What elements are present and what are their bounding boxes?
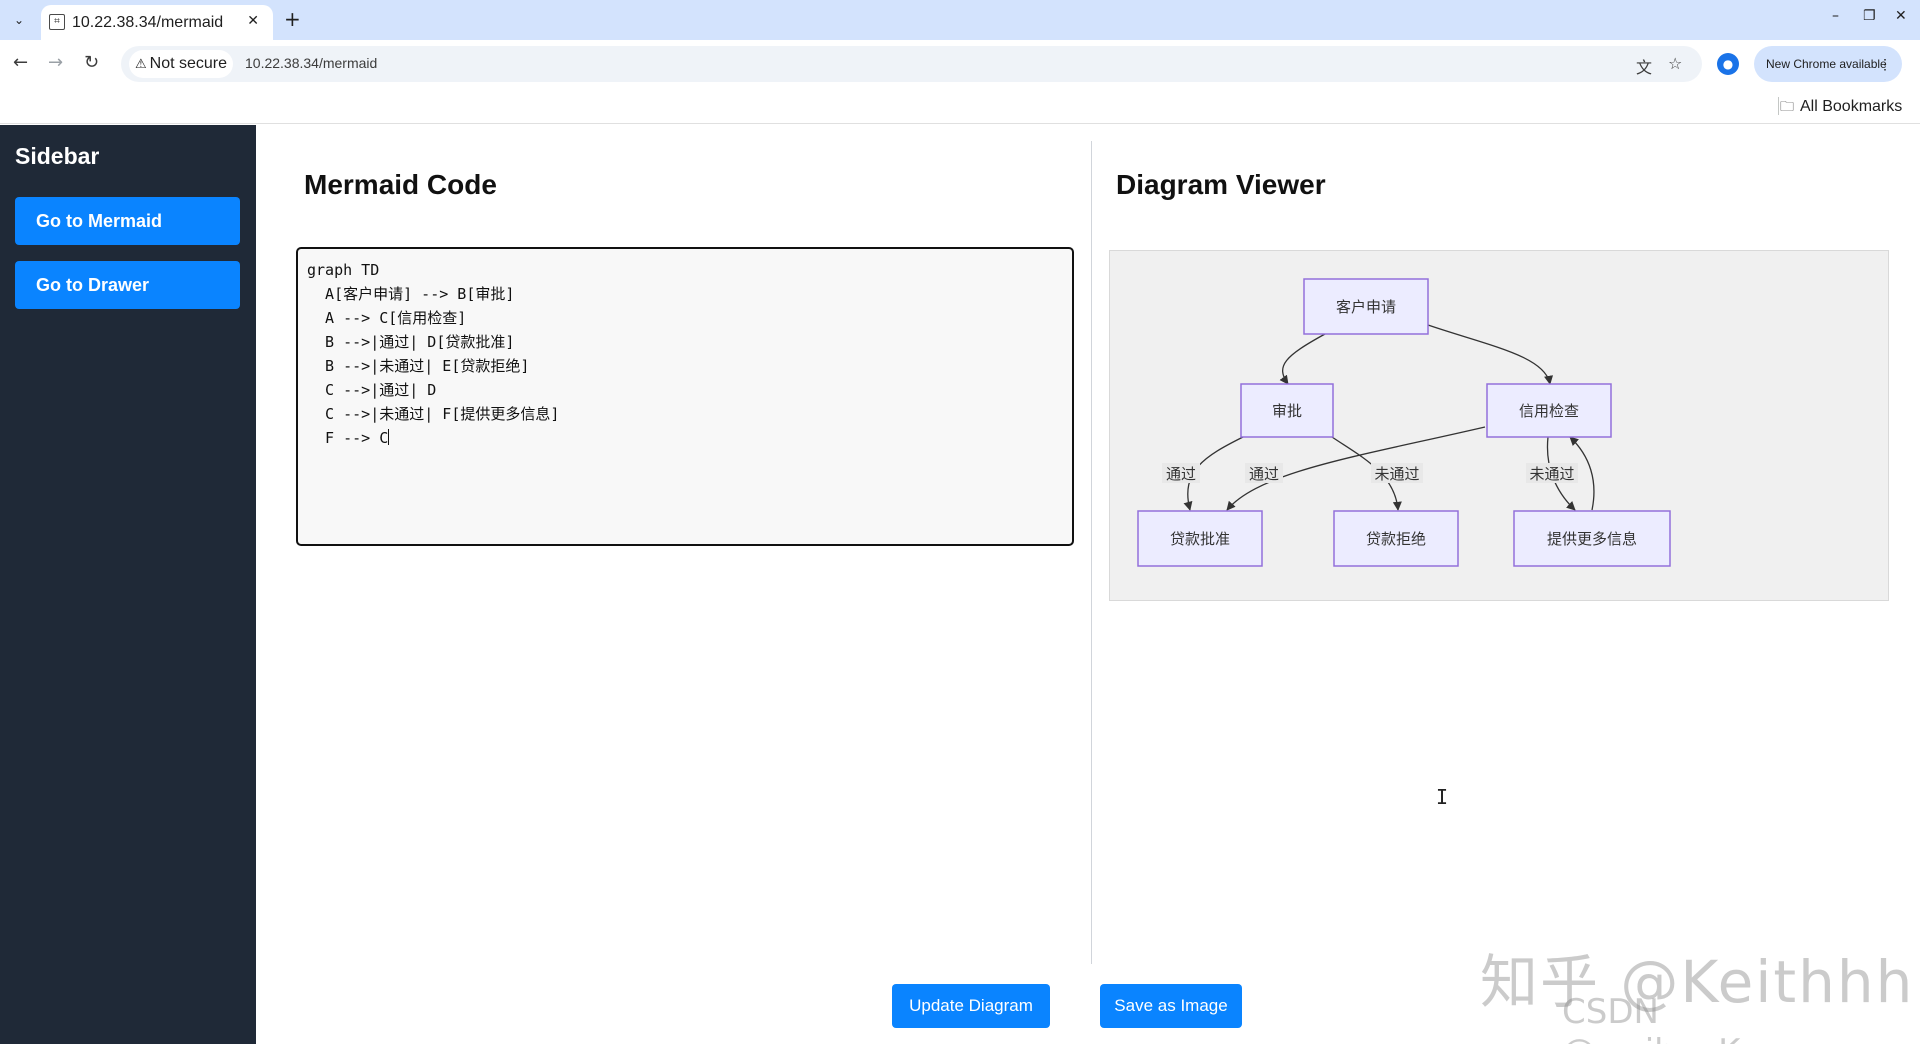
security-chip[interactable]: ⚠Not secure bbox=[129, 50, 234, 78]
edge-a-c bbox=[1427, 324, 1554, 385]
code-line: A --> C[信用检查] bbox=[307, 309, 467, 327]
new-chrome-label: New Chrome available bbox=[1766, 57, 1887, 71]
new-tab-button[interactable]: + bbox=[284, 7, 301, 31]
panel-divider bbox=[1091, 141, 1092, 964]
edge-label-bg bbox=[1526, 463, 1578, 483]
node-e bbox=[1333, 510, 1459, 567]
text-cursor-icon: I bbox=[1436, 785, 1449, 809]
warning-icon: ⚠ bbox=[135, 56, 147, 71]
browser-tab[interactable]: ⌗ 10.22.38.34/mermaid ✕ bbox=[41, 5, 273, 40]
watermark-zhihu: 知乎 @Keithhh bbox=[1480, 948, 1915, 1016]
browser-tab-strip: ⌄ ⌗ 10.22.38.34/mermaid ✕ + – ❐ ✕ bbox=[0, 0, 1920, 40]
mermaid-code-heading: Mermaid Code bbox=[304, 169, 497, 200]
edge-label-bg bbox=[1245, 463, 1283, 483]
url-text[interactable]: 10.22.38.34/mermaid bbox=[245, 55, 378, 71]
node-b-label: 审批 bbox=[1272, 402, 1302, 420]
node-e-label: 贷款拒绝 bbox=[1366, 530, 1426, 548]
node-a-label: 客户申请 bbox=[1336, 298, 1396, 316]
edge-f-c bbox=[1569, 436, 1595, 511]
edge-a-b bbox=[1279, 333, 1326, 385]
tab-search-chevron-icon[interactable]: ⌄ bbox=[13, 13, 25, 27]
new-chrome-available-button[interactable]: New Chrome available ⋮ bbox=[1754, 46, 1902, 82]
code-line: B -->|通过| D[贷款批准] bbox=[307, 333, 515, 351]
code-line-text: F --> C bbox=[307, 429, 389, 447]
code-line-with-caret: F --> C bbox=[307, 426, 1063, 450]
update-diagram-button[interactable]: Update Diagram bbox=[892, 984, 1050, 1028]
node-b bbox=[1240, 383, 1334, 438]
text-caret bbox=[388, 429, 390, 445]
all-bookmarks-label: All Bookmarks bbox=[1800, 98, 1903, 115]
node-d-label: 贷款批准 bbox=[1170, 530, 1230, 548]
close-tab-icon[interactable]: ✕ bbox=[247, 13, 259, 29]
tab-title: 10.22.38.34/mermaid bbox=[72, 14, 224, 31]
node-a bbox=[1303, 278, 1429, 335]
node-d bbox=[1137, 510, 1263, 567]
bookmarks-separator bbox=[1778, 97, 1779, 115]
edge-label-bg bbox=[1162, 463, 1200, 483]
node-c-label: 信用检查 bbox=[1519, 402, 1579, 420]
address-bar[interactable]: ⚠Not secure 10.22.38.34/mermaid 文 ☆ bbox=[121, 46, 1702, 82]
edge-label-c-f: 未通过 bbox=[1529, 465, 1574, 483]
sidebar-title: Sidebar bbox=[15, 143, 100, 169]
minimize-icon[interactable]: – bbox=[1832, 8, 1839, 24]
node-f bbox=[1513, 510, 1671, 567]
node-f-label: 提供更多信息 bbox=[1547, 530, 1637, 548]
security-label: Not secure bbox=[149, 55, 228, 72]
node-c bbox=[1486, 383, 1612, 438]
code-line: C -->|未通过| F[提供更多信息] bbox=[307, 405, 560, 423]
reload-icon[interactable]: ↻ bbox=[84, 52, 100, 73]
flowchart-svg: 通过 通过 未通过 未通过 客户申请 审批 信用检查 贷款批准 贷款拒绝 bbox=[1137, 278, 1671, 567]
main-content: Mermaid Code graph TD A[客户申请] --> B[审批] … bbox=[256, 125, 1920, 1044]
watermark-csdn: CSDN @weihuaKuang bbox=[1562, 992, 1824, 1044]
code-line: C -->|通过| D bbox=[307, 381, 437, 399]
bookmark-star-icon[interactable]: ☆ bbox=[1668, 54, 1683, 73]
go-to-mermaid-button[interactable]: Go to Mermaid bbox=[15, 197, 240, 245]
profile-avatar-icon[interactable]: ● bbox=[1717, 53, 1739, 75]
code-line: B -->|未通过| E[贷款拒绝] bbox=[307, 357, 530, 375]
close-window-icon[interactable]: ✕ bbox=[1895, 8, 1907, 24]
bookmarks-bar: 🗀 All Bookmarks bbox=[0, 88, 1920, 124]
restore-icon[interactable]: ❐ bbox=[1863, 8, 1876, 24]
back-icon[interactable]: ← bbox=[13, 52, 29, 73]
code-line: graph TD bbox=[307, 261, 380, 279]
edge-label-b-e: 未通过 bbox=[1374, 465, 1419, 483]
browser-toolbar: ← → ↻ ⚠Not secure 10.22.38.34/mermaid 文 … bbox=[0, 40, 1920, 88]
edge-c-d bbox=[1226, 426, 1486, 511]
forward-icon[interactable]: → bbox=[48, 52, 64, 73]
edge-label-c-d: 通过 bbox=[1249, 465, 1279, 483]
translate-icon[interactable]: 文 bbox=[1636, 58, 1653, 77]
favicon-icon: ⌗ bbox=[49, 14, 65, 30]
code-line: A[客户申请] --> B[审批] bbox=[307, 285, 515, 303]
all-bookmarks-button[interactable]: 🗀 All Bookmarks bbox=[1780, 96, 1902, 120]
mermaid-code-editor[interactable]: graph TD A[客户申请] --> B[审批] A --> C[信用检查]… bbox=[296, 247, 1074, 546]
edge-label-b-d: 通过 bbox=[1166, 465, 1196, 483]
go-to-drawer-button[interactable]: Go to Drawer bbox=[15, 261, 240, 309]
diagram-viewer-heading: Diagram Viewer bbox=[1116, 169, 1326, 200]
sidebar: Sidebar Go to Mermaid Go to Drawer bbox=[0, 125, 256, 1044]
kebab-menu-icon[interactable]: ⋮ bbox=[1878, 56, 1892, 72]
diagram-canvas: 通过 通过 未通过 未通过 客户申请 审批 信用检查 贷款批准 贷款拒绝 bbox=[1109, 250, 1889, 601]
edge-label-bg bbox=[1371, 463, 1423, 483]
folder-icon: 🗀 bbox=[1780, 98, 1794, 114]
save-as-image-button[interactable]: Save as Image bbox=[1100, 984, 1242, 1028]
